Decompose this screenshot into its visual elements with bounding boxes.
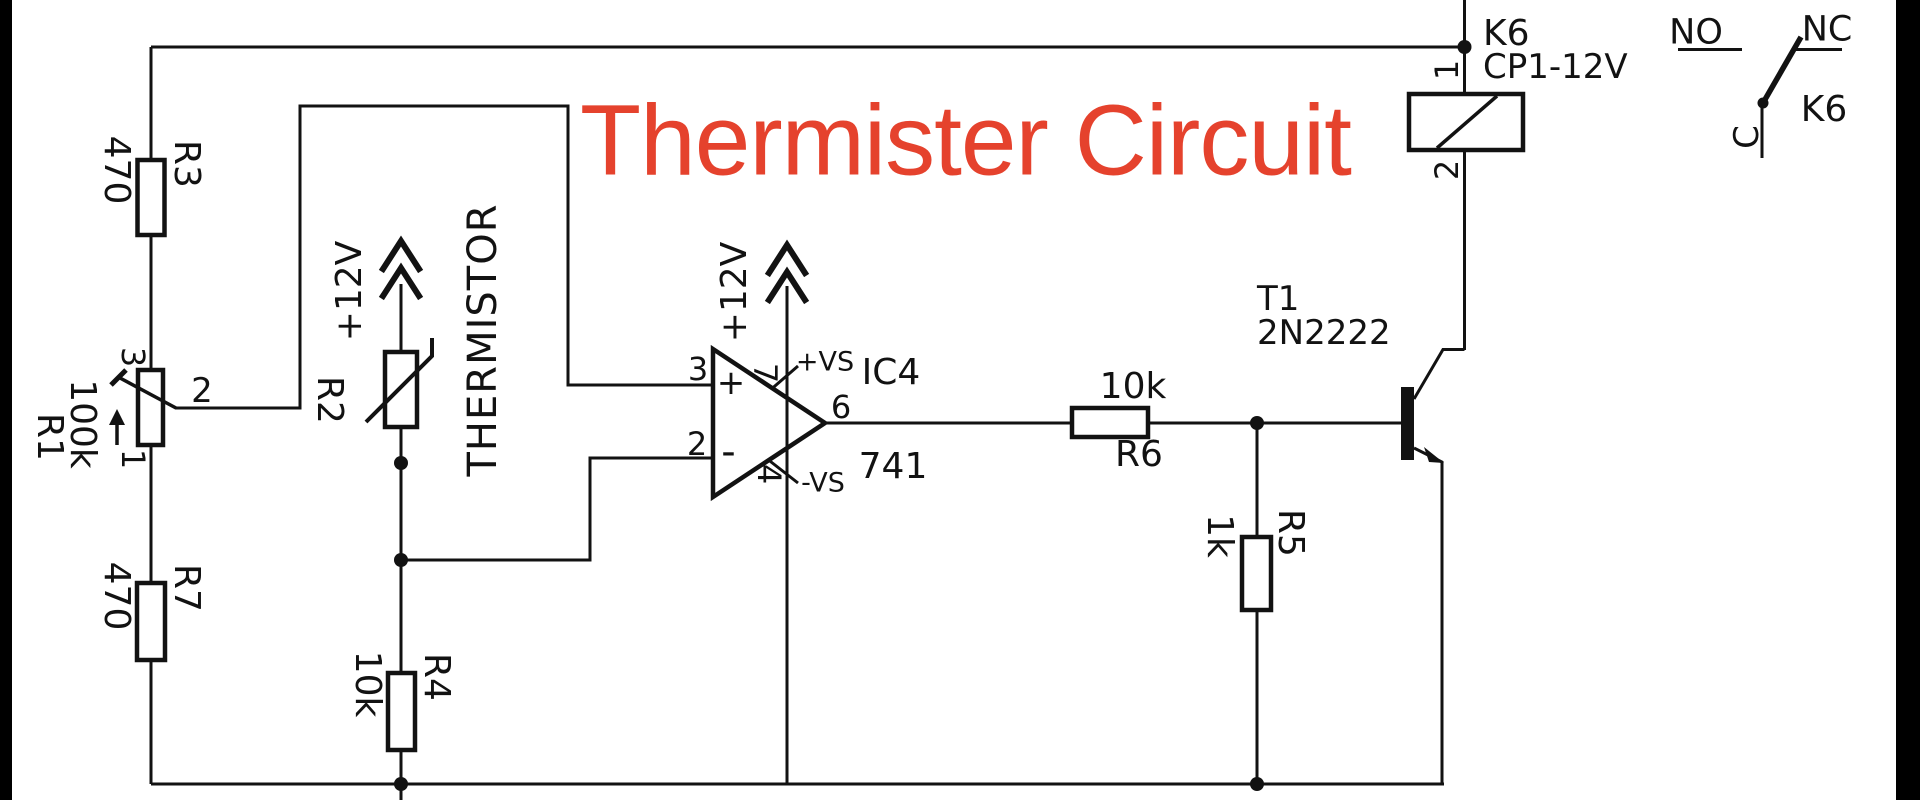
opamp-plus-sign: + [716,363,746,403]
contact-nc-label: NC [1801,9,1853,50]
relay-ref-label: K6 [1483,13,1530,54]
t1-part-label: 2N2222 [1257,313,1391,353]
r1-pin2-label: 2 [191,371,213,411]
r5-ref-label: R5 [1270,509,1311,557]
opamp-part-label: 741 [858,446,928,487]
thermistor-r2-diagonal [364,338,434,424]
resistor-r3-body [135,157,167,238]
supply-arrow-icon-thermistor [378,235,424,301]
r7-ref-label: R7 [166,564,207,612]
opamp-minus-sign: - [721,429,737,475]
r7-value-label: 470 [96,561,137,631]
r4-value-label: 10k [347,650,388,718]
wire-emitter [1413,446,1444,784]
opamp-ic4-body [710,344,830,502]
r1-value-label: 100k [62,379,103,469]
potentiometer-r1-wiper [109,368,177,410]
opamp-pin6-label: 6 [830,388,852,426]
wire-top-rail [151,0,1466,94]
resistor-r5-body [1239,534,1274,613]
r4-ref-label: R4 [416,653,457,701]
opamp-pin7-label: 7 [746,362,784,384]
contact-c-label: C [1727,125,1767,149]
r6-ref-label: R6 [1115,434,1163,475]
opamp-ref-label: IC4 [861,352,921,393]
transistor-t1-emitter-arrow-icon [1424,447,1444,463]
relay-pin1-label: 1 [1428,59,1466,81]
r3-ref-label: R3 [166,140,207,188]
opamp-supply-label: +12V [714,241,755,343]
r6-value-label: 10k [1099,366,1167,407]
wire-collector [1412,150,1466,400]
contact-no-underline [1678,48,1742,51]
wire-to-inv-input [401,456,713,562]
contact-no-label: NO [1669,12,1723,53]
r2-thermistor-label: THERMISTOR [460,203,506,477]
r2-ref-label: R2 [309,376,350,424]
resistor-r4-body [385,670,418,753]
r1-pin1-label: 1 [114,448,152,470]
supply-arrow-icon-opamp [764,239,810,305]
opamp-pin2-label: 2 [686,425,708,463]
wire-wiper-to-noninv [175,104,713,410]
opamp-vplus-label: +VS [795,346,855,378]
r2-supply-label: +12V [329,240,370,342]
junction-dots [394,40,1769,791]
page-title: Thermister Circuit [580,84,1352,197]
opamp-vminus-label: -VS [801,467,845,499]
left-frame-bar [0,0,12,800]
contact-nc-underline [1793,48,1842,51]
r5-value-label: 1k [1199,514,1240,558]
relay-pin2-label: 2 [1428,159,1466,181]
potentiometer-r1-adjust-arrow-icon [109,409,125,445]
transistor-t1-base-bar [1401,387,1414,460]
contact-k6-lever [1760,35,1804,105]
t1-ref-label: T1 [1257,279,1300,319]
opamp-pin3-label: 3 [687,350,709,388]
contact-ref-label: K6 [1800,89,1848,130]
r1-pin3-label: 3 [114,346,152,368]
opamp-pin4-label: 4 [750,463,788,485]
relay-k6-diagonal [1435,94,1499,150]
right-frame-bar [1896,0,1920,800]
resistor-r7-body [134,580,168,663]
resistor-r6-body [1069,405,1151,440]
relay-part-label: CP1-12V [1483,47,1628,87]
potentiometer-r1-body [135,367,166,448]
r3-value-label: 470 [96,135,137,205]
